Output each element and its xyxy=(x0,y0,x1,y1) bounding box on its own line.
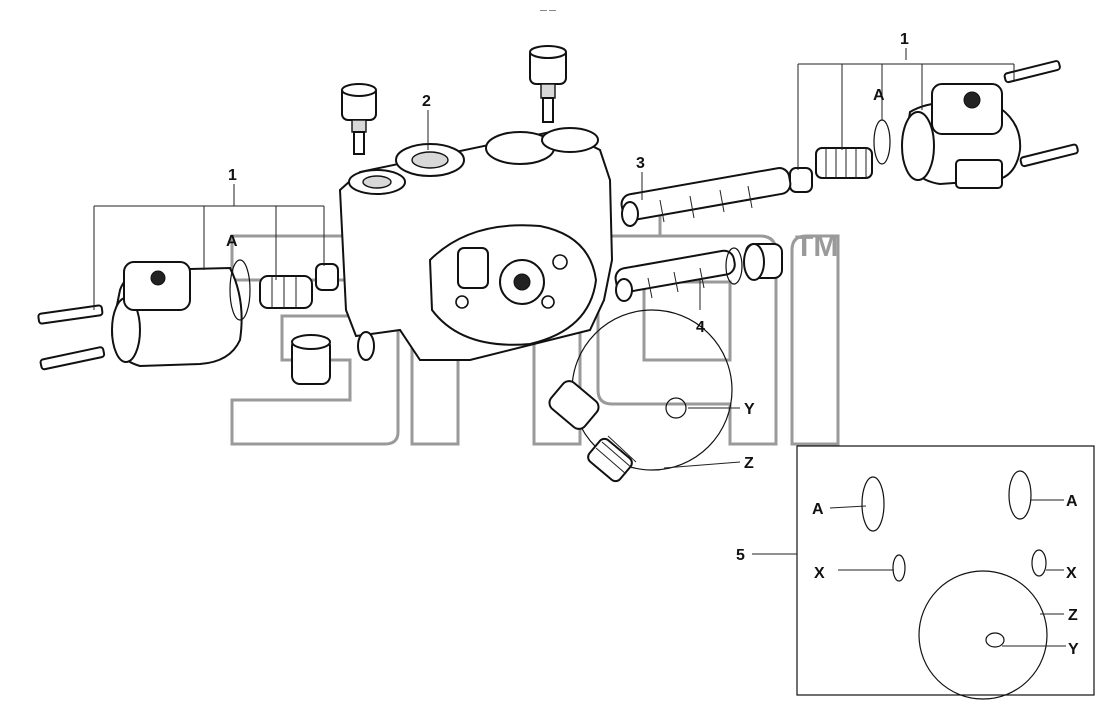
seal-kit-box-part-5: 5 A A X X Z Y xyxy=(736,445,1095,700)
spool-part-4 xyxy=(614,243,783,302)
seal-y-main xyxy=(665,397,687,419)
spring-right xyxy=(815,147,873,179)
callout-labels: 1 A 2 3 4 1 A Y Z xyxy=(226,31,909,472)
kit-label-z: Z xyxy=(1068,607,1078,624)
callout-5: 5 xyxy=(736,547,745,564)
seal-ring-a-right xyxy=(873,119,891,165)
kit-seal-a-right xyxy=(1008,470,1032,520)
kit-seal-x-left xyxy=(892,554,906,582)
cap-left xyxy=(315,263,339,291)
callout-1-left: 1 xyxy=(228,167,237,184)
leader-lines xyxy=(93,48,1015,469)
top-plug-left xyxy=(341,83,377,155)
callout-4: 4 xyxy=(696,319,705,336)
top-plug-right xyxy=(529,45,567,123)
kit-label-y: Y xyxy=(1068,641,1079,658)
top-mark: — — xyxy=(540,7,556,14)
valve-body-part-2 xyxy=(338,127,614,361)
kit-seal-a-left xyxy=(861,476,885,532)
watermark-tm: TM xyxy=(795,230,838,263)
kit-seal-y xyxy=(985,632,1005,648)
callout-z-main: Z xyxy=(744,455,754,472)
spring-left xyxy=(259,275,313,309)
plug-under-body xyxy=(291,334,331,385)
kit-label-x-left: X xyxy=(814,565,825,582)
callout-a-right: A xyxy=(873,87,885,104)
bolt-right-bottom xyxy=(1019,143,1079,168)
seal-ring-a-left xyxy=(229,259,251,321)
spool-part-3 xyxy=(620,167,792,227)
callout-2: 2 xyxy=(422,93,431,110)
bolt-left-top xyxy=(37,304,104,325)
callout-a-left: A xyxy=(226,233,238,250)
bolt-right-top xyxy=(1003,60,1061,84)
left-cylinder-assembly xyxy=(37,259,339,385)
bolt-left-bottom xyxy=(39,346,106,371)
right-cylinder-assembly xyxy=(789,60,1079,193)
kit-label-x-right: X xyxy=(1066,565,1077,582)
cap-right xyxy=(789,167,813,193)
callout-y-main: Y xyxy=(744,401,755,418)
kit-seal-z xyxy=(918,570,1048,700)
kit-seal-x-right xyxy=(1031,549,1047,577)
lower-plug-assembly xyxy=(548,309,733,483)
kit-label-a-right: A xyxy=(1066,493,1078,510)
callout-1-right: 1 xyxy=(900,31,909,48)
callout-3: 3 xyxy=(636,155,645,172)
kit-label-a-left: A xyxy=(812,501,824,518)
